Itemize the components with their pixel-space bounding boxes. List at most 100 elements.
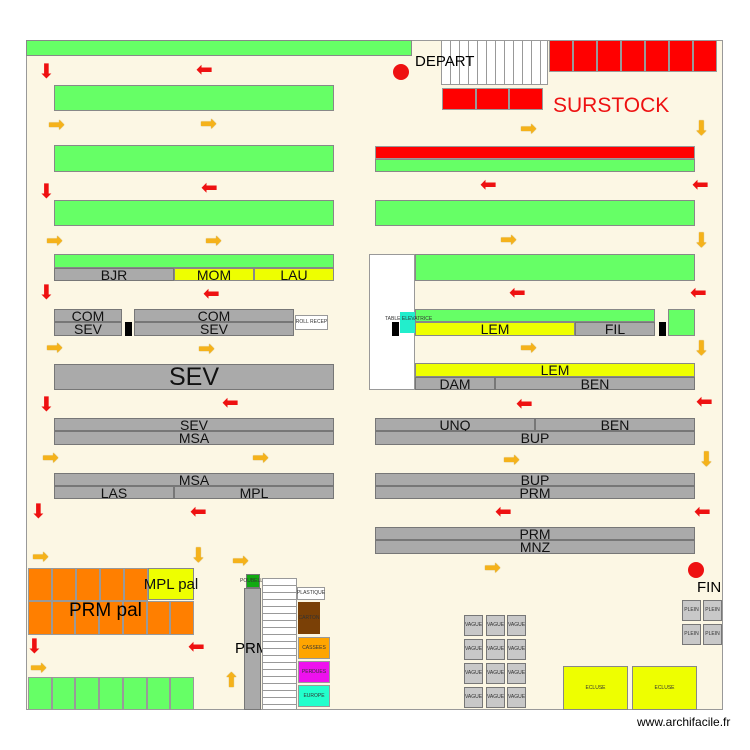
red-arrow-left-icon: ⬅	[196, 59, 213, 81]
surstock-top-cells[interactable]	[549, 40, 717, 72]
zone-green-r1[interactable]	[375, 159, 695, 172]
orange-arrow-right-icon: ➡	[46, 337, 63, 359]
zone-msa-row1[interactable]: MSA	[54, 431, 334, 445]
poubelle[interactable]	[246, 574, 260, 588]
red-arrow-left-icon: ⬅	[201, 177, 218, 199]
roll-recep[interactable]: ROLL RECEP	[295, 315, 328, 330]
zone-mpl[interactable]: MPL	[174, 486, 334, 500]
vague-slot[interactable]: VAGUE	[486, 687, 505, 708]
zone-unq[interactable]: UNQ	[375, 418, 535, 432]
top-racks[interactable]	[441, 40, 548, 85]
zone-com-small[interactable]: COM	[54, 309, 122, 323]
orange-arrow-right-icon: ➡	[503, 449, 520, 471]
zone-bup[interactable]: BUP	[375, 431, 695, 445]
zone-green-4[interactable]	[54, 254, 334, 268]
prm-pal-row1[interactable]	[28, 568, 148, 601]
zone-green-3[interactable]	[54, 200, 334, 226]
red-arrow-left-icon: ⬅	[516, 393, 533, 415]
orange-arrow-down-icon: ⬇	[693, 230, 710, 252]
bin-carton[interactable]: CARTON	[298, 602, 320, 634]
depart-label: DEPART	[415, 53, 475, 70]
zone-las[interactable]: LAS	[54, 486, 174, 500]
black-post	[659, 322, 666, 336]
zone-green-r2[interactable]	[375, 200, 695, 226]
plein-slot[interactable]: PLEIN	[703, 624, 722, 645]
bin-perdues[interactable]: PERDUES	[298, 661, 330, 683]
bin-europe[interactable]: EUROPE	[298, 685, 330, 707]
vague-slot[interactable]: VAGUE	[486, 615, 505, 636]
zone-ben-2[interactable]: BEN	[535, 418, 695, 432]
zone-msa-row2[interactable]: MSA	[54, 473, 334, 487]
zone-green-r5[interactable]	[668, 309, 695, 336]
vague-slot[interactable]: VAGUE	[486, 663, 505, 684]
orange-arrow-right-icon: ➡	[232, 550, 249, 572]
zone-green-2[interactable]	[54, 145, 334, 172]
plein-slot[interactable]: PLEIN	[703, 600, 722, 621]
zone-com[interactable]: COM	[134, 309, 294, 323]
orange-arrow-right-icon: ➡	[500, 229, 517, 251]
zone-dam[interactable]: DAM	[415, 377, 495, 391]
surstock-bottom-cells[interactable]	[442, 88, 544, 110]
table-elevatrice[interactable]	[400, 312, 415, 333]
table-elevatrice-label: TABLE ELEVATRICE	[385, 316, 433, 322]
poubelle-label: POUBELLE	[240, 578, 267, 584]
vague-slot[interactable]: VAGUE	[507, 639, 526, 660]
orange-arrow-right-icon: ➡	[252, 447, 269, 469]
vague-slot[interactable]: VAGUE	[486, 639, 505, 660]
green-bottom-cells[interactable]	[28, 677, 195, 710]
red-arrow-down-icon: ⬇	[26, 636, 43, 658]
racks-stack[interactable]	[262, 578, 297, 710]
red-arrow-down-icon: ⬇	[38, 394, 55, 416]
vague-slot[interactable]: VAGUE	[464, 639, 483, 660]
red-arrow-left-icon: ⬅	[694, 501, 711, 523]
vague-slot[interactable]: VAGUE	[464, 687, 483, 708]
red-arrow-down-icon: ⬇	[38, 181, 55, 203]
zone-fil[interactable]: FIL	[575, 322, 655, 336]
orange-arrow-right-icon: ➡	[520, 118, 537, 140]
zone-bup-2[interactable]: BUP	[375, 473, 695, 487]
zone-mpl-pal[interactable]: MPL pal	[144, 568, 198, 600]
vague-slot[interactable]: VAGUE	[464, 615, 483, 636]
zone-lau[interactable]: LAU	[254, 268, 334, 282]
vague-slot[interactable]: VAGUE	[507, 687, 526, 708]
vague-slot[interactable]: VAGUE	[507, 663, 526, 684]
zone-prm[interactable]: PRM	[375, 486, 695, 500]
black-post	[392, 322, 399, 336]
fin-label: FIN	[697, 579, 722, 596]
zone-lem-2[interactable]: LEM	[415, 363, 695, 377]
zone-bjr[interactable]: BJR	[54, 268, 174, 282]
orange-arrow-right-icon: ➡	[198, 338, 215, 360]
red-arrow-left-icon: ⬅	[222, 392, 239, 414]
vague-slot[interactable]: VAGUE	[464, 663, 483, 684]
zone-prm-2[interactable]: PRM	[375, 527, 695, 541]
black-post	[125, 322, 132, 336]
zone-prm-vertical[interactable]	[244, 588, 261, 710]
ecluse-1[interactable]: ECLUSE	[563, 666, 628, 710]
bin-cassees[interactable]: CASSEES	[298, 637, 330, 659]
watermark: www.archifacile.fr	[637, 715, 731, 729]
surstock-label: SURSTOCK	[553, 94, 670, 117]
zone-sev[interactable]: SEV	[134, 322, 294, 336]
zone-mom[interactable]: MOM	[174, 268, 254, 282]
plein-slot[interactable]: PLEIN	[682, 600, 701, 621]
zone-green-r3[interactable]	[415, 254, 695, 281]
zone-red-surstock[interactable]	[375, 146, 695, 159]
zone-sev-small[interactable]: SEV	[54, 322, 122, 336]
vague-slot[interactable]: VAGUE	[507, 615, 526, 636]
zone-ben[interactable]: BEN	[495, 377, 695, 391]
zone-lem[interactable]: LEM	[415, 322, 575, 336]
orange-arrow-right-icon: ➡	[42, 447, 59, 469]
bin-plastique[interactable]: PLASTIQUE	[297, 587, 325, 600]
plein-slot[interactable]: PLEIN	[682, 624, 701, 645]
orange-arrow-right-icon: ➡	[32, 546, 49, 568]
zone-sev-row[interactable]: SEV	[54, 418, 334, 432]
orange-arrow-right-icon: ➡	[520, 337, 537, 359]
zone-green-1[interactable]	[54, 85, 334, 111]
ecluse-2[interactable]: ECLUSE	[632, 666, 697, 710]
orange-arrow-right-icon: ➡	[200, 113, 217, 135]
zone-mnz[interactable]: MNZ	[375, 540, 695, 554]
zone-sev-big[interactable]: SEV	[54, 364, 334, 390]
top-green-zone[interactable]	[26, 40, 412, 56]
prm-pal-row2[interactable]	[28, 601, 195, 635]
zone-green-r4[interactable]	[415, 309, 655, 322]
